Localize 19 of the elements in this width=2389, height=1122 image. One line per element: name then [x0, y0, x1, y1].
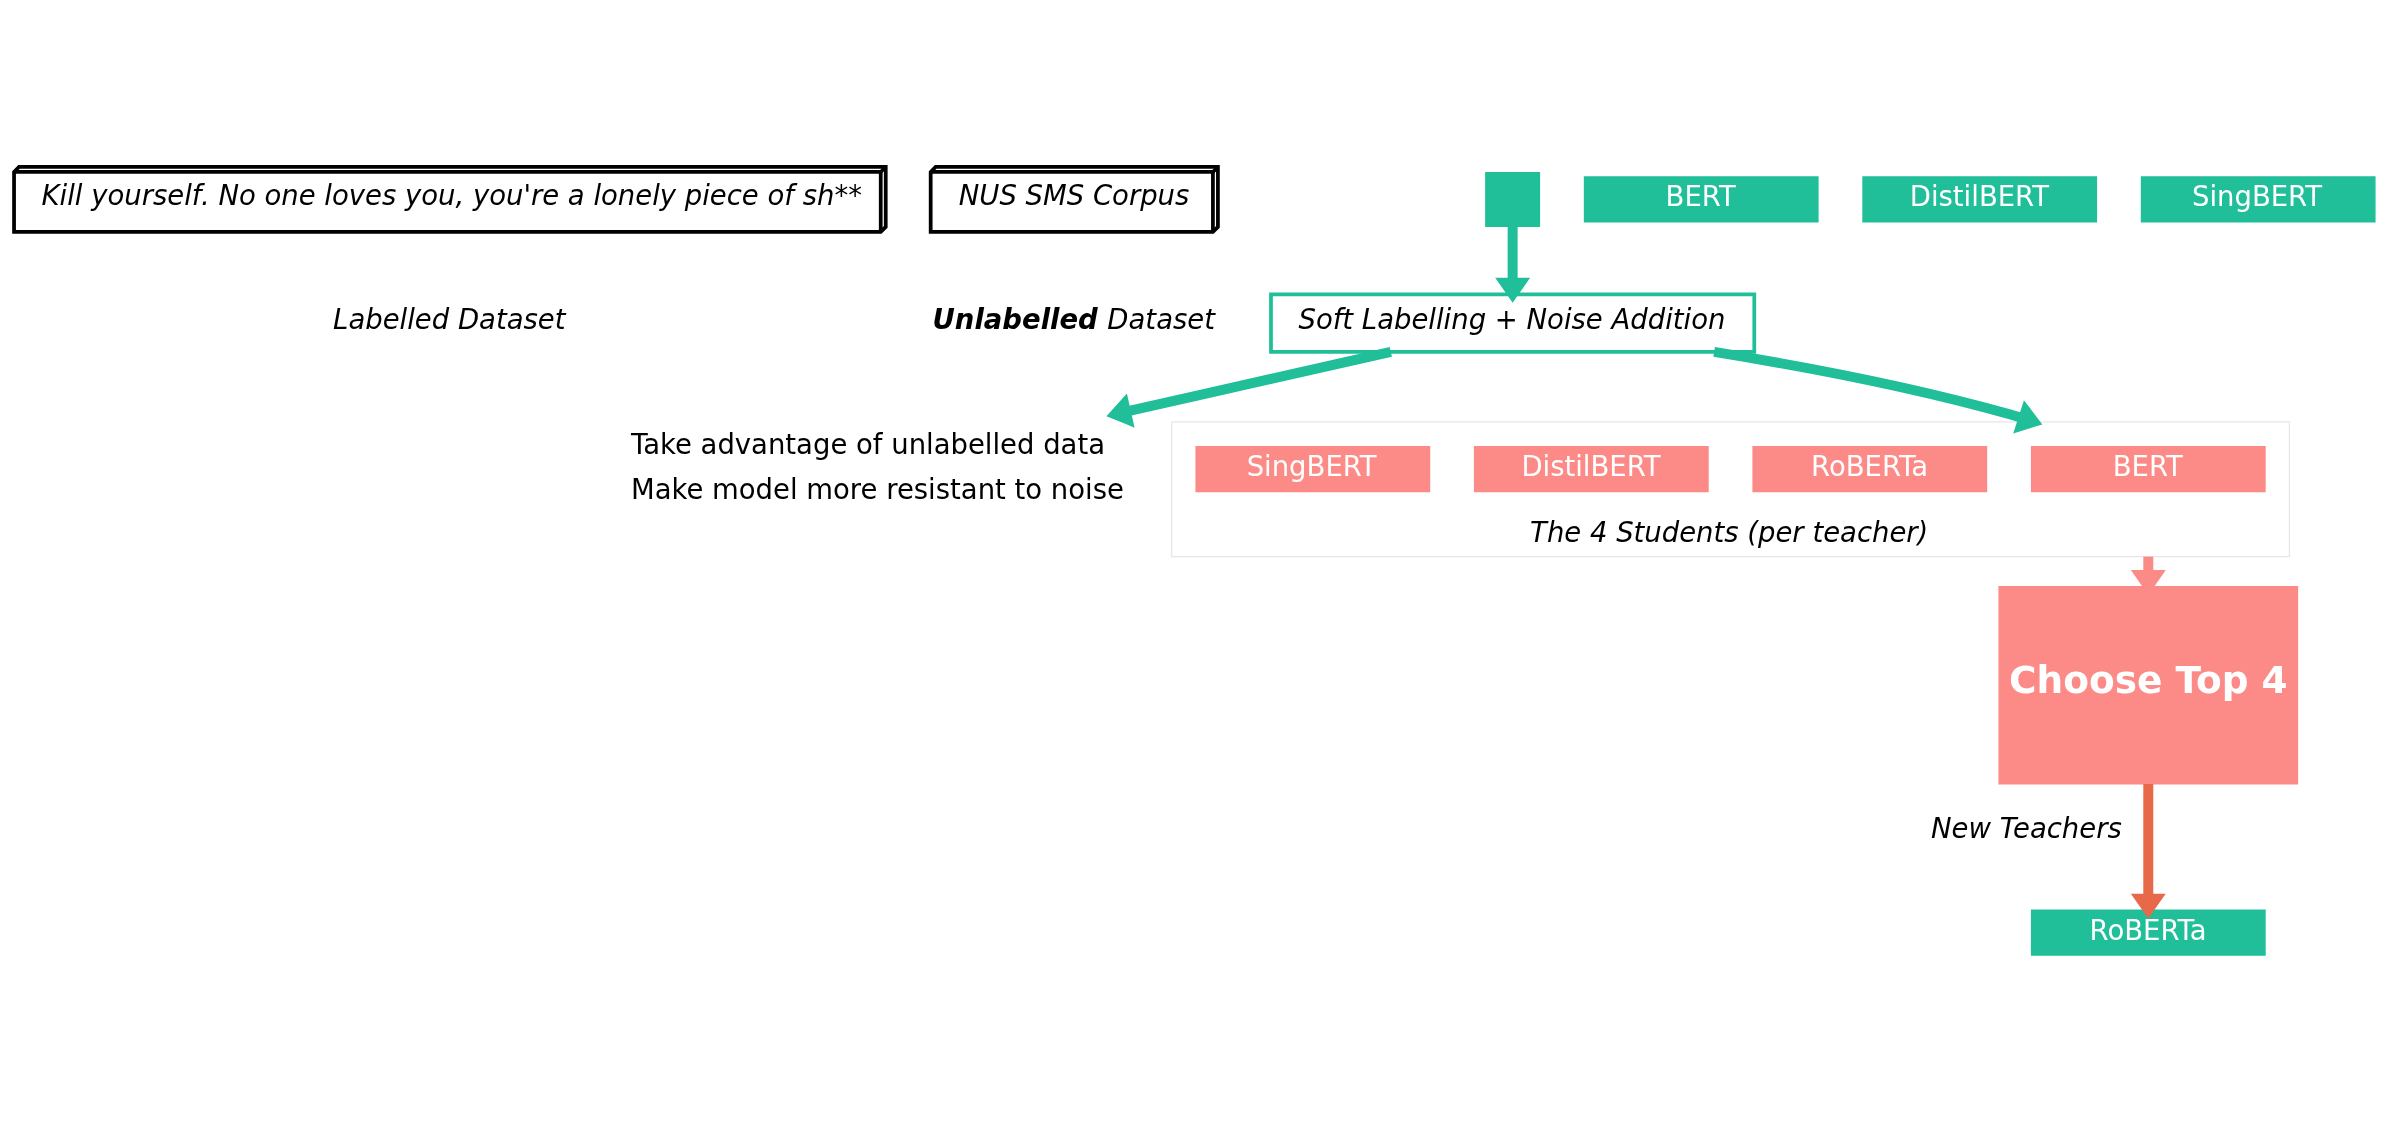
node-box: RoBERTa — [2030, 909, 2266, 956]
arrow — [1106, 347, 1392, 428]
node-box: Soft Labelling + Noise Addition — [1269, 292, 1757, 354]
node-box: DistilBERT — [1862, 176, 2098, 223]
node-box: SingBERT — [2140, 176, 2376, 223]
arrow — [1495, 226, 1531, 303]
node-plus — [1485, 172, 1541, 227]
node-box: BERT — [2030, 446, 2266, 493]
node-box: Choose Top 4 — [1998, 585, 2299, 785]
arrow — [2130, 783, 2166, 919]
node-label: Labelled Dataset — [333, 303, 566, 335]
node-box: BERT — [1583, 176, 1819, 223]
edge-label: New Teachers — [1931, 812, 2122, 844]
node-label: Unlabelled Dataset — [932, 303, 1215, 335]
arrow — [1713, 346, 2043, 434]
node-text: Take advantage of unlabelled data Make model more resistant to noise — [630, 428, 1124, 505]
node-box: RoBERTa — [1752, 446, 1988, 493]
node-box: SingBERT — [1195, 446, 1431, 493]
node-box: DistilBERT — [1473, 446, 1709, 493]
